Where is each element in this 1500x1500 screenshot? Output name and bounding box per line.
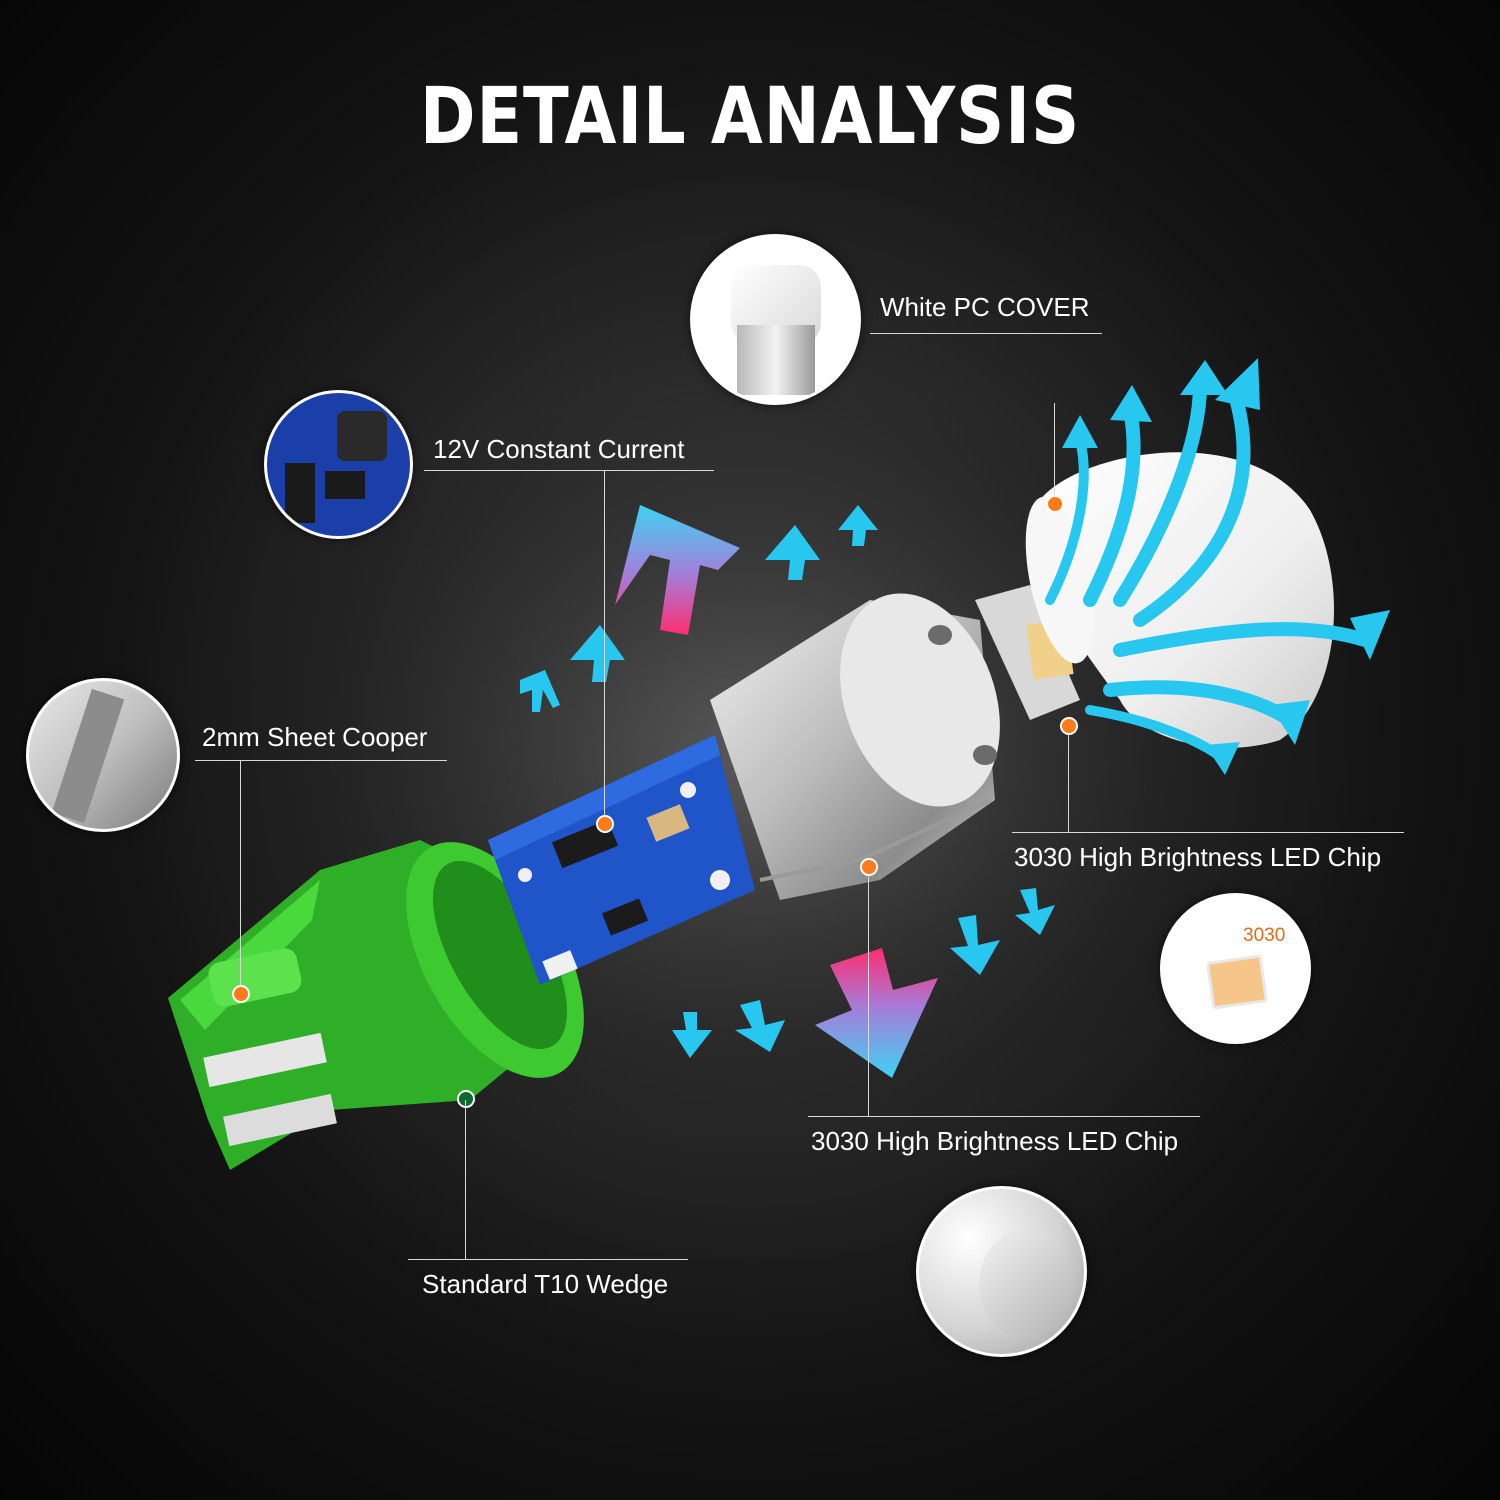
wedge-leader — [465, 1100, 466, 1259]
constant-current-label: 12V Constant Current — [433, 434, 685, 464]
chip-marking-text: 3030 — [1243, 925, 1286, 946]
heat-arrow-down-large — [815, 948, 938, 1078]
heat-sink — [710, 593, 1000, 900]
wedge-marker — [457, 1090, 475, 1108]
cover-marker — [1046, 495, 1064, 513]
sheet-cooper-leader — [240, 760, 241, 992]
copper-sheet-thumbnail — [26, 678, 180, 832]
led-chip-right-label: 3030 High Brightness LED Chip — [1014, 842, 1382, 872]
led-chip-bottom-marker — [860, 858, 878, 876]
green-wedge-base — [168, 840, 584, 1170]
cover-label: White PC COVER — [880, 292, 1090, 322]
led-chip-bottom-label: 3030 High Brightness LED Chip — [811, 1126, 1179, 1156]
constant-current-marker — [596, 815, 614, 833]
wedge-rule — [408, 1259, 688, 1260]
heat-sink-thumbnail — [916, 1186, 1087, 1357]
circuit-thumbnail — [264, 390, 413, 539]
led-chip-bottom-rule — [808, 1116, 1200, 1117]
led-chip-right-rule — [1012, 832, 1404, 833]
constant-current-rule — [424, 470, 714, 471]
sheet-cooper-rule — [195, 760, 447, 761]
sheet-cooper-marker — [232, 985, 250, 1003]
sheet-cooper-label: 2mm Sheet Cooper — [202, 722, 428, 752]
led-chip-thumbnail — [1160, 893, 1311, 1044]
constant-current-leader — [604, 470, 605, 822]
heat-arrows-up-small — [520, 505, 878, 712]
wedge-label: Standard T10 Wedge — [422, 1269, 669, 1299]
led-chip-bottom-leader — [868, 866, 869, 1116]
led-chip-right-leader — [1068, 725, 1069, 832]
cover-leader — [1054, 403, 1055, 503]
cover-label-rule — [870, 333, 1102, 334]
pc-cover-thumbnail — [690, 234, 861, 405]
heat-arrows-down-small — [672, 888, 1055, 1058]
light-flow-arrowheads — [1062, 358, 1390, 775]
page-title: DETAIL ANALYSIS — [419, 72, 1081, 162]
led-chip-right-marker — [1060, 717, 1078, 735]
heat-arrow-up-large — [615, 505, 740, 635]
